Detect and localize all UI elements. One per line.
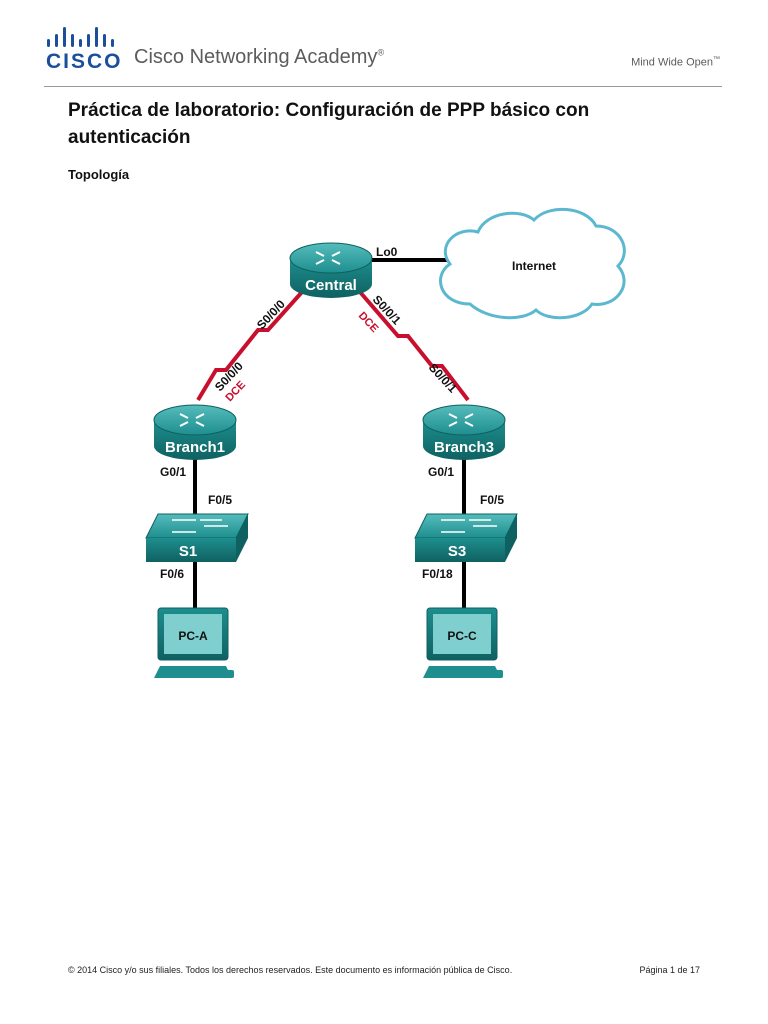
router-arrows-icon xyxy=(315,251,341,265)
cisco-bars-icon xyxy=(47,27,114,47)
page-title: Práctica de laboratorio: Configuración d… xyxy=(68,100,590,148)
router-branch1: Branch1 xyxy=(153,404,237,460)
interface-s1-f05: F0/5 xyxy=(208,493,232,507)
internet-label: Internet xyxy=(512,259,556,273)
s1-label: S1 xyxy=(179,543,197,560)
pcc-label: PC-C xyxy=(447,629,477,643)
switch-arrows-icon xyxy=(172,519,228,533)
router-branch3: Branch3 xyxy=(422,404,506,460)
cisco-logo: CISCO xyxy=(44,26,123,73)
interface-s1-f06: F0/6 xyxy=(160,567,184,581)
page-header: CISCO Cisco Networking Academy® Mind Wid… xyxy=(0,0,768,90)
footer-page-number: Página 1 de 17 xyxy=(639,965,700,975)
s3-label: S3 xyxy=(448,543,466,560)
academy-name: Cisco Networking Academy® xyxy=(134,46,385,68)
pc-c: PC-C xyxy=(423,607,503,678)
section-heading-topology: Topología xyxy=(68,167,130,182)
footer-copyright: © 2014 Cisco y/o sus filiales. Todos los… xyxy=(68,965,513,975)
interface-s3-f05: F0/5 xyxy=(480,493,504,507)
internet-cloud: Internet xyxy=(439,207,626,320)
header-divider xyxy=(44,86,722,87)
tagline: Mind Wide Open™ xyxy=(631,56,720,69)
serial-link-central-branch1 xyxy=(196,290,304,402)
interface-branch1-g01: G0/1 xyxy=(160,465,186,479)
interface-central-lo0: Lo0 xyxy=(376,245,398,259)
interface-s3-f018: F0/18 xyxy=(422,567,453,581)
router-arrows-icon xyxy=(179,413,205,427)
switch-arrows-icon xyxy=(441,519,497,533)
interface-branch3-g01: G0/1 xyxy=(428,465,454,479)
router-central: Central xyxy=(289,242,373,298)
topology-diagram: Internet Central Branch1 Branch3 xyxy=(145,207,626,678)
links xyxy=(193,258,470,612)
branch3-label: Branch3 xyxy=(434,439,494,456)
router-arrows-icon xyxy=(448,413,474,427)
cisco-wordmark: CISCO xyxy=(46,50,123,73)
serial-link-central-branch3 xyxy=(358,290,470,402)
pca-label: PC-A xyxy=(178,629,208,643)
pc-a: PC-A xyxy=(154,607,234,678)
central-label: Central xyxy=(305,277,357,294)
switch-s1: S1 xyxy=(145,513,249,562)
switch-s3: S3 xyxy=(414,513,518,562)
branch1-label: Branch1 xyxy=(165,439,225,456)
